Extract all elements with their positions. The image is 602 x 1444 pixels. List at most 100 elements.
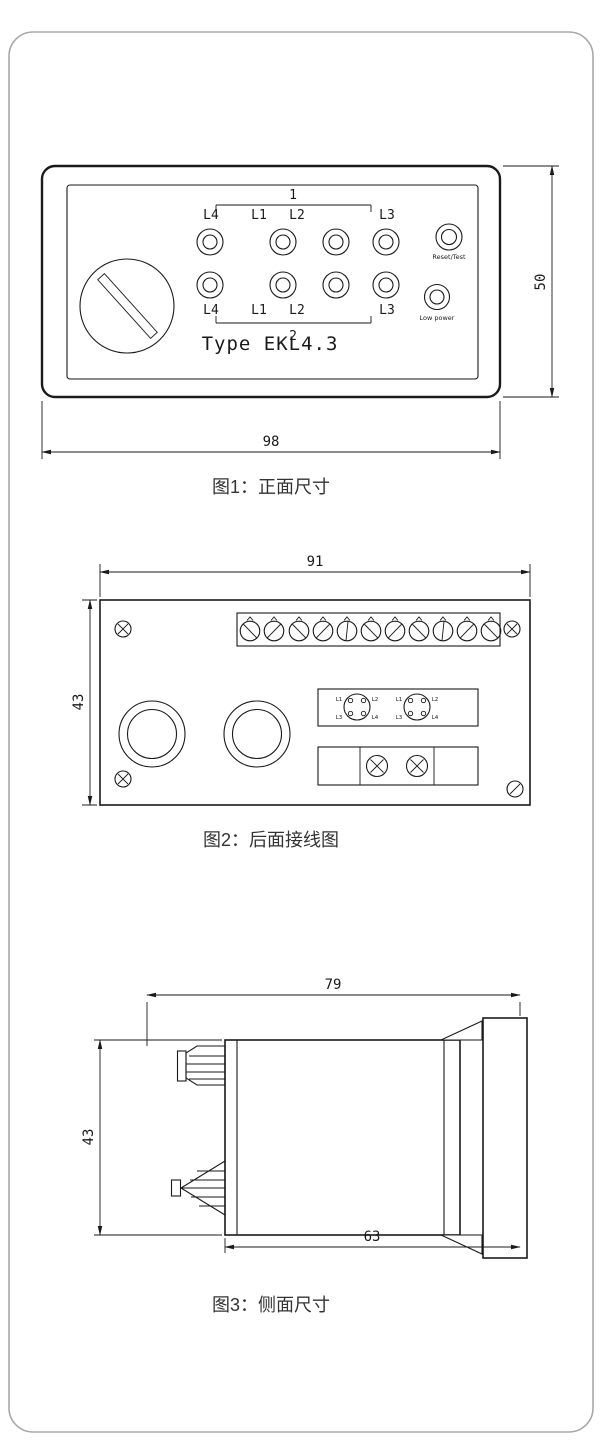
screw-cross (117, 773, 129, 785)
led-hole (322, 271, 350, 299)
pin-label: L3 (396, 715, 403, 721)
block-screw-left (365, 754, 389, 778)
terminal-caret (246, 616, 254, 621)
terminal-screw (312, 620, 334, 642)
led-label-top-l1: L1 (251, 208, 267, 223)
page-border (8, 31, 594, 1433)
figure1-front-view: 1 L4 L1 L2 L3 L4 L1 L2 L3 2 R (40, 164, 559, 497)
led-label-top-l4: L4 (203, 208, 219, 223)
led-hole-inner (202, 234, 218, 250)
terminal-caret (391, 616, 399, 621)
led-hole-inner (378, 234, 394, 250)
pin-label: L2 (372, 697, 379, 703)
ct-inner (231, 708, 283, 760)
connector-pin (407, 697, 414, 704)
screw-circle (114, 620, 132, 638)
ct-outer (118, 700, 186, 768)
screw-slot (509, 783, 521, 795)
group1-label: 1 (289, 188, 297, 203)
reset-test-hole (435, 223, 463, 251)
front-outer-frame (40, 164, 502, 399)
led-label-bottom-l3: L3 (379, 303, 395, 318)
screw-circle (405, 754, 429, 778)
front-inner-panel (66, 184, 479, 380)
terminal-caret (463, 616, 471, 621)
screw-block (317, 746, 479, 786)
dim-depth-ext-lines (146, 1002, 521, 1046)
terminal-screw (360, 620, 382, 642)
screw-circle (365, 754, 389, 778)
led-label-bottom-l1: L1 (251, 303, 267, 318)
corner-screw-bottom-left (114, 770, 132, 788)
low-power-label: Low power (420, 314, 455, 322)
led-hole-inner (328, 234, 344, 250)
terminals (239, 616, 502, 642)
figure3-caption: 图3：侧面尺寸 (212, 1295, 330, 1315)
figure2-caption: 图2：后面接线图 (203, 830, 339, 850)
pin-label: L3 (336, 715, 343, 721)
pin-label: L2 (432, 697, 439, 703)
dim-height-label: 50 (533, 274, 549, 291)
pin-label: L4 (372, 715, 379, 721)
led-hole-inner (328, 277, 344, 293)
terminal-caret (319, 616, 327, 621)
screw-circle (114, 770, 132, 788)
mounting-clip-top (440, 1020, 483, 1041)
terminal-caret (367, 616, 375, 621)
plug-body (185, 1045, 226, 1086)
terminal-plug-top (176, 1045, 226, 1086)
connector-circle (343, 693, 371, 721)
low-power-hole-inner (429, 289, 445, 305)
led-label-top-l3: L3 (379, 208, 395, 223)
screw-cross (370, 759, 384, 773)
led-hole-inner (275, 277, 291, 293)
led-hole (322, 228, 350, 256)
dim-width-ext-lines (99, 564, 531, 597)
terminal-slot (291, 623, 307, 639)
group2-bracket (215, 316, 372, 324)
terminal-slot (441, 621, 445, 641)
connector-block (317, 688, 479, 727)
screw-block-dividers (359, 747, 435, 785)
terminal-slot (483, 623, 499, 639)
ct-inner (126, 708, 178, 760)
dim-height-label: 43 (71, 694, 87, 711)
ct-hole-left (118, 700, 186, 768)
terminal-strip (236, 612, 501, 647)
led-label-bottom-l2: L2 (289, 303, 305, 318)
connector-circle (403, 693, 431, 721)
terminal-screw (432, 620, 454, 642)
terminal-slot (411, 623, 427, 639)
connector-right: L1 L2 L3 L4 (396, 693, 439, 721)
led-hole (372, 271, 400, 299)
knob-slot (97, 272, 158, 340)
terminal-caret (487, 616, 495, 621)
terminal-screw (239, 620, 261, 642)
terminal-screw (336, 620, 358, 642)
dim-height-ext-lines (503, 165, 559, 398)
led-hole-inner (275, 234, 291, 250)
mounting-clip-bottom (440, 1234, 483, 1255)
corner-screw-top-left (114, 620, 132, 638)
block-screw-right (405, 754, 429, 778)
terminal-caret (270, 616, 278, 621)
terminal-screw (288, 620, 310, 642)
led-row-top (196, 228, 400, 256)
led-hole-inner (202, 277, 218, 293)
group1-bracket (215, 204, 372, 212)
dim-width-label: 98 (263, 434, 280, 450)
dim-width-label: 91 (307, 554, 324, 570)
led-label-top-l2: L2 (289, 208, 305, 223)
terminal-slot (387, 623, 403, 639)
terminal-slot (459, 623, 475, 639)
led-hole-inner (378, 277, 394, 293)
pin-label: L1 (336, 697, 343, 703)
led-hole (196, 271, 224, 299)
terminal-screw (408, 620, 430, 642)
terminal-slot (345, 621, 349, 641)
type-label: Type EKL4.3 (202, 333, 339, 355)
terminal-caret (295, 616, 303, 621)
led-label-bottom-l4: L4 (203, 303, 219, 318)
connector-pin (360, 710, 367, 717)
led-hole (269, 271, 297, 299)
